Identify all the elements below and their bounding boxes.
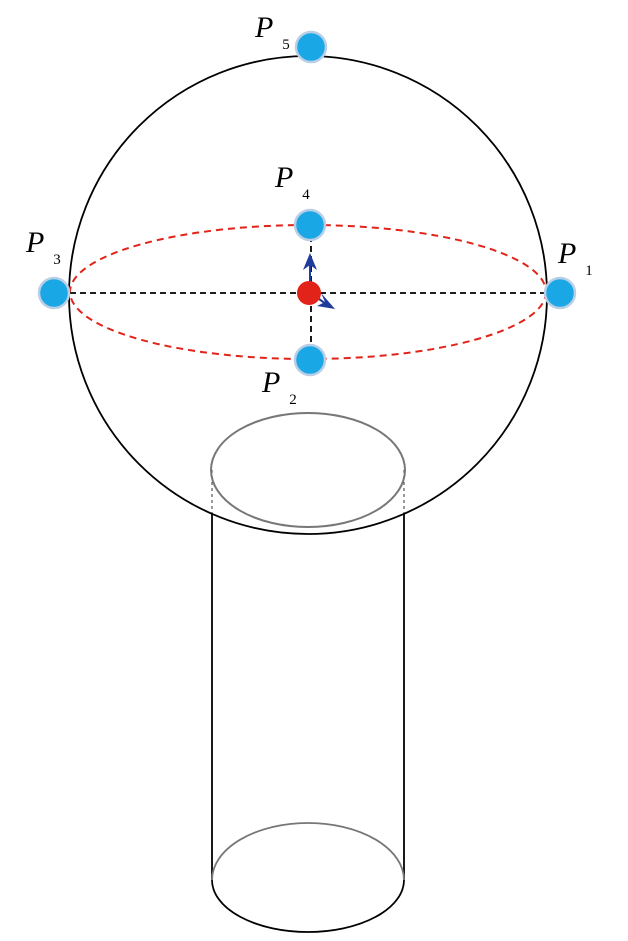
label-p5: P 5	[254, 11, 290, 53]
label-p5-subscript: 5	[282, 37, 290, 53]
diagonal-arrow-head	[317, 293, 335, 309]
cylinder-bottom-back-arc	[211, 822, 405, 881]
label-p1: P 1	[557, 237, 593, 279]
label-p2-letter: P	[261, 366, 280, 399]
cylinder-top-ellipse	[210, 412, 406, 528]
cylinder-bottom-front-arc	[211, 879, 405, 933]
cylinder	[210, 412, 406, 933]
label-p4: P 4	[274, 161, 310, 203]
label-p2: P 2	[261, 366, 297, 408]
point-p3	[37, 276, 71, 310]
label-p3: P 3	[25, 226, 61, 268]
label-p3-letter: P	[25, 226, 44, 259]
label-p5-letter: P	[254, 11, 273, 44]
center-point	[297, 281, 321, 305]
label-p1-subscript: 1	[585, 263, 593, 279]
label-p2-subscript: 2	[289, 392, 297, 408]
label-p1-letter: P	[557, 237, 576, 270]
label-p4-letter: P	[274, 161, 293, 194]
label-p4-subscript: 4	[302, 187, 310, 203]
label-p3-subscript: 3	[53, 252, 61, 268]
up-arrow-head	[303, 253, 317, 270]
point-p1	[543, 276, 577, 310]
point-p4	[293, 208, 327, 242]
point-p2	[293, 343, 327, 377]
point-p5	[294, 30, 328, 64]
